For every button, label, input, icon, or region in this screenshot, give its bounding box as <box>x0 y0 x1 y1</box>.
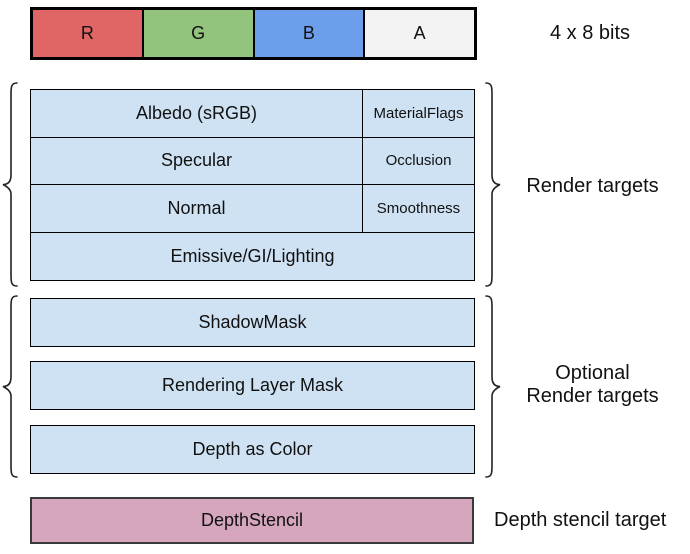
bits-label: 4 x 8 bits <box>549 22 631 44</box>
optional-render-targets-label: Optional Render targets <box>500 362 685 408</box>
left-brace-render-targets <box>2 82 18 287</box>
cell-emissive: Emissive/GI/Lighting <box>31 232 474 280</box>
right-brace-render-targets <box>485 82 501 287</box>
cell-occlusion: Occlusion <box>363 137 474 185</box>
render-targets-label: Render targets <box>526 175 659 197</box>
left-brace-optional-targets <box>2 295 18 478</box>
optional-render-targets-label-line2: Render targets <box>526 385 659 407</box>
box-rendering-layer-mask: Rendering Layer Mask <box>30 361 475 410</box>
box-depthstencil: DepthStencil <box>30 497 474 544</box>
channel-cell-g: G <box>141 10 253 57</box>
box-depth-as-color: Depth as Color <box>30 425 475 474</box>
channel-cell-b: B <box>252 10 364 57</box>
channel-cell-a: A <box>363 10 474 57</box>
cell-albedo: Albedo (sRGB) <box>31 90 363 138</box>
channel-cell-r: R <box>33 10 142 57</box>
optional-render-targets-label-line1: Optional <box>555 362 630 384</box>
render-targets-table: Albedo (sRGB) MaterialFlags Specular Occ… <box>30 89 475 281</box>
channel-format-bar: R G B A <box>30 7 477 60</box>
right-brace-optional-targets <box>485 295 501 478</box>
cell-specular: Specular <box>31 137 363 185</box>
depth-stencil-target-label: Depth stencil target <box>494 509 667 531</box>
cell-materialflags: MaterialFlags <box>363 90 474 138</box>
cell-smoothness: Smoothness <box>363 185 474 233</box>
cell-normal: Normal <box>31 185 363 233</box>
box-shadowmask: ShadowMask <box>30 298 475 347</box>
